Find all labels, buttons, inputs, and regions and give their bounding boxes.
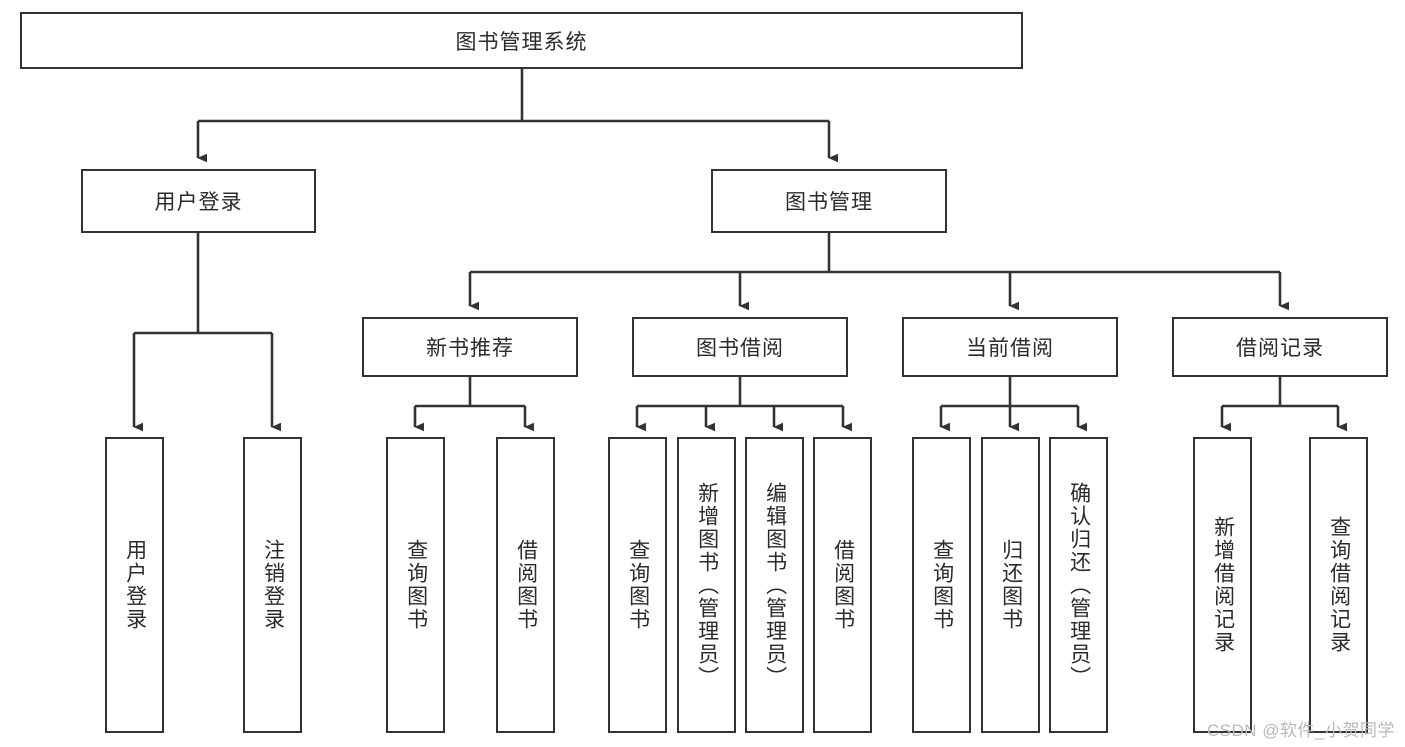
node-leaf-confirm-return[interactable]: 确认归还（管理员） <box>1049 437 1108 733</box>
node-leaf-user-login-label: 用户登录 <box>123 539 147 631</box>
node-leaf-logout-login[interactable]: 注销登录 <box>243 437 302 733</box>
node-leaf-confirm-return-label: 确认归还（管理员） <box>1067 481 1091 689</box>
node-root[interactable]: 图书管理系统 <box>20 12 1023 69</box>
node-leaf-query-record[interactable]: 查询借阅记录 <box>1309 437 1368 733</box>
node-new-book-recommend-label: 新书推荐 <box>426 337 514 360</box>
node-book-manage-label: 图书管理 <box>785 191 873 214</box>
node-leaf-return-book[interactable]: 归还图书 <box>981 437 1040 733</box>
node-leaf-borrow-book-1[interactable]: 借阅图书 <box>496 437 555 733</box>
node-leaf-query-book-2[interactable]: 查询图书 <box>608 437 667 733</box>
node-current-borrow[interactable]: 当前借阅 <box>902 317 1118 377</box>
node-leaf-user-login[interactable]: 用户登录 <box>105 437 164 733</box>
node-new-book-recommend[interactable]: 新书推荐 <box>362 317 578 377</box>
node-leaf-query-book-3-label: 查询图书 <box>930 539 954 631</box>
node-leaf-borrow-book-2[interactable]: 借阅图书 <box>813 437 872 733</box>
node-book-manage[interactable]: 图书管理 <box>711 169 947 233</box>
node-leaf-return-book-label: 归还图书 <box>999 539 1023 631</box>
node-user-login[interactable]: 用户登录 <box>81 169 316 233</box>
node-book-borrow-label: 图书借阅 <box>696 337 784 360</box>
watermark: CSDN @软件_小贺同学 <box>1206 721 1395 740</box>
node-leaf-query-record-label: 查询借阅记录 <box>1327 516 1351 654</box>
node-root-label: 图书管理系统 <box>455 30 588 54</box>
node-leaf-query-book-3[interactable]: 查询图书 <box>912 437 971 733</box>
node-borrow-record[interactable]: 借阅记录 <box>1172 317 1388 377</box>
node-leaf-query-book-2-label: 查询图书 <box>626 539 650 631</box>
node-book-borrow[interactable]: 图书借阅 <box>632 317 848 377</box>
node-user-login-label: 用户登录 <box>154 191 243 214</box>
node-leaf-add-record[interactable]: 新增借阅记录 <box>1193 437 1252 733</box>
node-leaf-query-book-1-label: 查询图书 <box>404 539 428 631</box>
node-leaf-add-book-label: 新增图书（管理员） <box>695 481 719 689</box>
node-leaf-add-book[interactable]: 新增图书（管理员） <box>677 437 736 733</box>
node-leaf-query-book-1[interactable]: 查询图书 <box>386 437 445 733</box>
node-leaf-logout-login-label: 注销登录 <box>261 539 285 631</box>
node-leaf-edit-book-label: 编辑图书（管理员） <box>763 481 787 689</box>
node-leaf-borrow-book-2-label: 借阅图书 <box>831 539 855 631</box>
node-current-borrow-label: 当前借阅 <box>966 337 1054 360</box>
node-leaf-add-record-label: 新增借阅记录 <box>1211 516 1235 654</box>
node-borrow-record-label: 借阅记录 <box>1236 337 1324 360</box>
node-leaf-edit-book[interactable]: 编辑图书（管理员） <box>745 437 804 733</box>
node-leaf-borrow-book-1-label: 借阅图书 <box>514 539 538 631</box>
